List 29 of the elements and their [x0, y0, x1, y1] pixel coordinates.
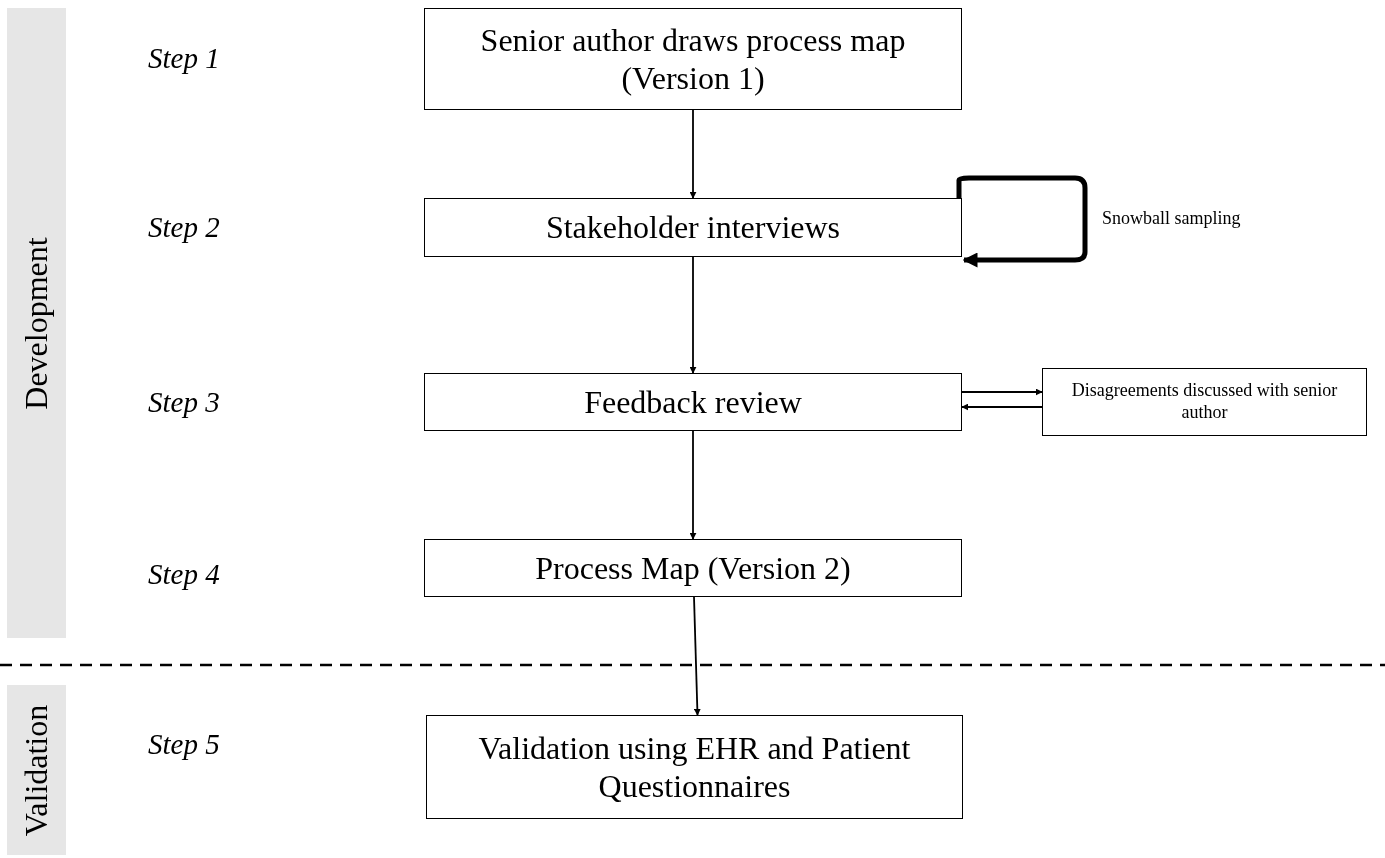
edge-label: Snowball sampling [1102, 208, 1241, 229]
step-label: Step 3 [148, 386, 220, 419]
arrow [693, 596, 701, 716]
process-box [424, 539, 962, 597]
phase-band [7, 685, 66, 855]
process-box [424, 8, 962, 110]
arrow [689, 256, 697, 374]
box-text: Feedback review [583, 382, 803, 422]
phase-label: Development [18, 236, 55, 410]
box-text: Stakeholder interviews [544, 208, 842, 247]
box-text: Disagreements discussed with senior author [1070, 380, 1339, 424]
step-label: Step 4 [148, 558, 220, 591]
process-box [424, 198, 962, 257]
box-text: Validation using EHR and Patient Questionnaires [477, 728, 912, 806]
step-label: Step 2 [148, 211, 220, 244]
box-text: Senior author draws process map (Version 1) [479, 20, 907, 98]
box-text: Process Map (Version 2) [534, 548, 852, 588]
arrow [961, 388, 1043, 396]
phase-label: Validation [18, 704, 55, 836]
phase-band [7, 8, 66, 638]
step-label: Step 5 [148, 728, 220, 761]
arrow [689, 430, 697, 540]
process-box [424, 373, 962, 431]
process-box [1042, 368, 1367, 436]
process-box [426, 715, 963, 819]
arrow [689, 109, 697, 199]
arrow [961, 403, 1043, 411]
loop-arrow [956, 175, 1088, 268]
step-label: Step 1 [148, 42, 220, 75]
